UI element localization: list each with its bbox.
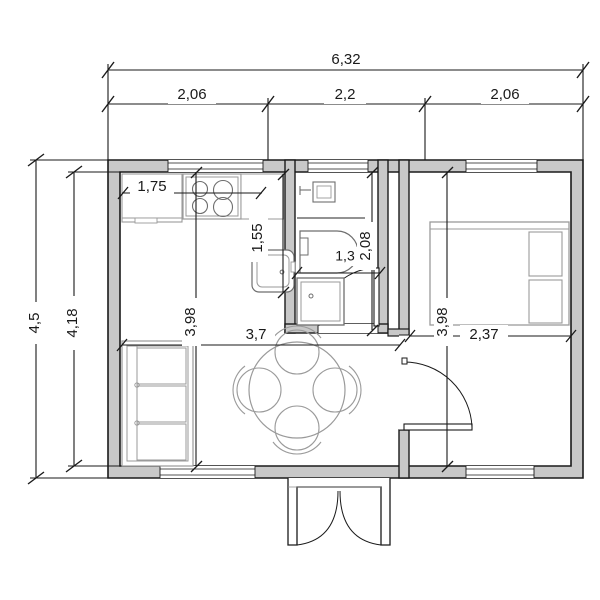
dim-label-kitchen-depth: 1,55 — [249, 223, 266, 252]
partition-bedroom-top — [387, 328, 410, 337]
living-furniture — [121, 325, 362, 467]
dim-label-bedroom-width: 2,37 — [469, 326, 498, 343]
bedroom-door-swing — [403, 361, 473, 428]
window-kitchen-top — [168, 160, 263, 172]
dimension-labels: 6,32 2,06 2,2 2,06 4,5 4,18 1,75 1,55 1,… — [26, 50, 529, 350]
dim-label-living-width: 3,7 — [246, 326, 267, 343]
dining-chair-right — [312, 367, 358, 413]
sofa-cushion — [136, 385, 187, 423]
bedroom-furniture — [429, 221, 570, 326]
burner-small-2 — [191, 197, 209, 215]
dining-chair-bottom — [274, 405, 320, 451]
kitchen-cooktop — [182, 173, 242, 220]
dim-label-bath-width: 1,3 — [335, 248, 355, 264]
window-bathroom-top — [308, 160, 368, 172]
burner-large-1 — [212, 179, 234, 201]
sink-drain — [279, 269, 285, 275]
partition-bedroom-left-upper — [398, 159, 410, 336]
sofa-cushion — [136, 347, 187, 385]
dim-label-seg-mid: 2,2 — [335, 86, 356, 103]
dining-chair-left — [236, 367, 282, 413]
sofa-cushion — [136, 423, 187, 461]
window-living-bottom — [160, 466, 255, 478]
partition-bedroom-left-lower — [398, 429, 410, 479]
window-bedroom-bottom — [466, 466, 534, 478]
entry-door-swing-right — [339, 490, 382, 546]
dim-label-seg-right: 2,06 — [490, 86, 519, 103]
entry-door-swing-left — [296, 490, 339, 546]
dim-label-kitchen-width: 1,75 — [137, 178, 166, 195]
bed-pillow — [528, 231, 563, 277]
bed-pillow — [528, 279, 563, 324]
burner-large-2 — [212, 196, 234, 218]
dim-label-overall-width: 6,32 — [331, 51, 360, 68]
entry-double-door — [287, 478, 391, 546]
kitchen-counter — [240, 173, 285, 220]
partition-kitchen-bath — [284, 159, 296, 334]
sofa — [121, 340, 194, 467]
window-group — [159, 160, 538, 478]
dim-label-living-depth: 3,98 — [182, 307, 199, 336]
burner-small-1 — [191, 180, 209, 198]
shower-drain — [308, 293, 314, 299]
dining-table — [248, 341, 346, 439]
dim-label-overall-height: 4,5 — [26, 313, 43, 334]
bedroom-door-leaf — [403, 423, 473, 431]
bath-shower-tray — [296, 277, 345, 326]
dim-label-bath-depth: 2,08 — [357, 231, 374, 260]
bedroom-door — [399, 334, 473, 431]
dim-label-bedroom-depth: 3,98 — [434, 307, 451, 336]
dim-label-inner-height: 4,18 — [64, 308, 81, 337]
dining-set — [232, 325, 362, 455]
dining-chair-top — [274, 329, 320, 375]
window-bedroom-top — [466, 160, 537, 172]
bath-wall-cabinet — [312, 181, 336, 203]
dim-label-seg-left: 2,06 — [177, 86, 206, 103]
